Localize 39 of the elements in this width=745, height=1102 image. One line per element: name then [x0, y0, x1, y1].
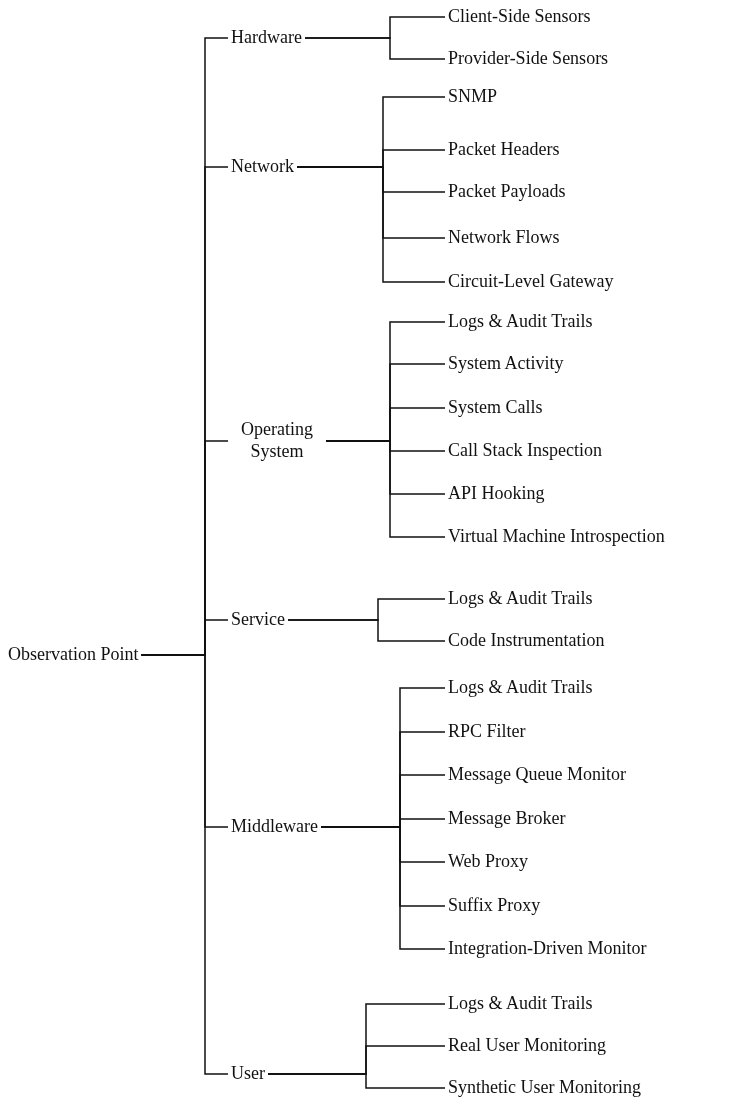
node-label: Message Queue Monitor [445, 764, 629, 786]
node-label: API Hooking [445, 483, 548, 505]
node-label: Logs & Audit Trails [445, 993, 596, 1015]
node-label: Virtual Machine Introspection [445, 526, 668, 548]
node-label: Provider-Side Sensors [445, 48, 612, 70]
tree-connector [287, 619, 446, 642]
node-label: Integration-Driven Monitor [445, 938, 650, 960]
node-label: System Calls [445, 397, 546, 419]
node-label: Logs & Audit Trails [445, 588, 596, 610]
node-label: Network Flows [445, 227, 563, 249]
tree-connector [325, 440, 446, 538]
node-label: Packet Payloads [445, 181, 569, 203]
node-label: Message Broker [445, 808, 569, 830]
tree-connector [296, 166, 446, 283]
node-label: User [228, 1063, 268, 1085]
node-label: Observation Point [5, 644, 142, 666]
node-label: Network [228, 156, 297, 178]
node-label: Suffix Proxy [445, 895, 544, 917]
tree-connector [140, 654, 229, 1075]
node-label: System Activity [445, 353, 567, 375]
node-label: RPC Filter [445, 721, 529, 743]
node-label: Packet Headers [445, 139, 563, 161]
node-label: Hardware [228, 27, 305, 49]
node-label: Web Proxy [445, 851, 532, 873]
node-label: Call Stack Inspection [445, 440, 605, 462]
node-label: Service [228, 609, 288, 631]
tree-connector [320, 826, 446, 950]
node-label: Logs & Audit Trails [445, 677, 596, 699]
node-label: Operating System [228, 419, 326, 463]
node-label: Code Instrumentation [445, 630, 608, 652]
tree-connector [267, 1073, 446, 1089]
node-label: Synthetic User Monitoring [445, 1077, 644, 1099]
node-label: SNMP [445, 86, 501, 108]
tree-connector [304, 37, 446, 60]
node-label: Logs & Audit Trails [445, 311, 596, 333]
node-label: Real User Monitoring [445, 1035, 609, 1057]
node-label: Client-Side Sensors [445, 6, 594, 28]
node-label: Middleware [228, 816, 321, 838]
node-label: Circuit-Level Gateway [445, 271, 617, 293]
